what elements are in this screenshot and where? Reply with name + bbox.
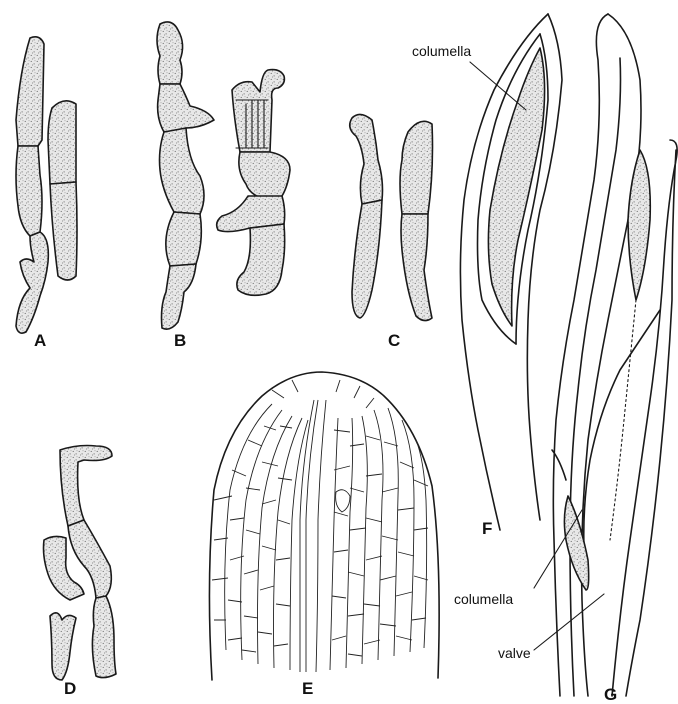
valve-label: valve [498, 645, 531, 661]
panel-label-b: B [174, 331, 186, 350]
columella-callout-top: columella [412, 43, 526, 110]
columella-callout-bottom: columella [454, 510, 582, 607]
panel-label-g: G [604, 685, 617, 704]
panel-label-a: A [34, 331, 46, 350]
valve-callout: valve [498, 594, 604, 661]
panel-f-sporangium [460, 14, 562, 530]
panel-label-f: F [482, 519, 492, 538]
valve-leader [534, 594, 604, 650]
panel-label-e: E [302, 679, 313, 698]
panel-c-cells [350, 114, 433, 320]
panel-b-cells [157, 22, 290, 329]
panel-label-c: C [388, 331, 400, 350]
panel-label-d: D [64, 679, 76, 698]
panel-d-cells [44, 446, 117, 681]
panel-g-valves [552, 14, 677, 696]
panel-a-cells [16, 37, 77, 333]
columella-label-bottom: columella [454, 591, 513, 607]
columella-label-top: columella [412, 43, 471, 59]
panel-e-tissue [209, 372, 439, 680]
